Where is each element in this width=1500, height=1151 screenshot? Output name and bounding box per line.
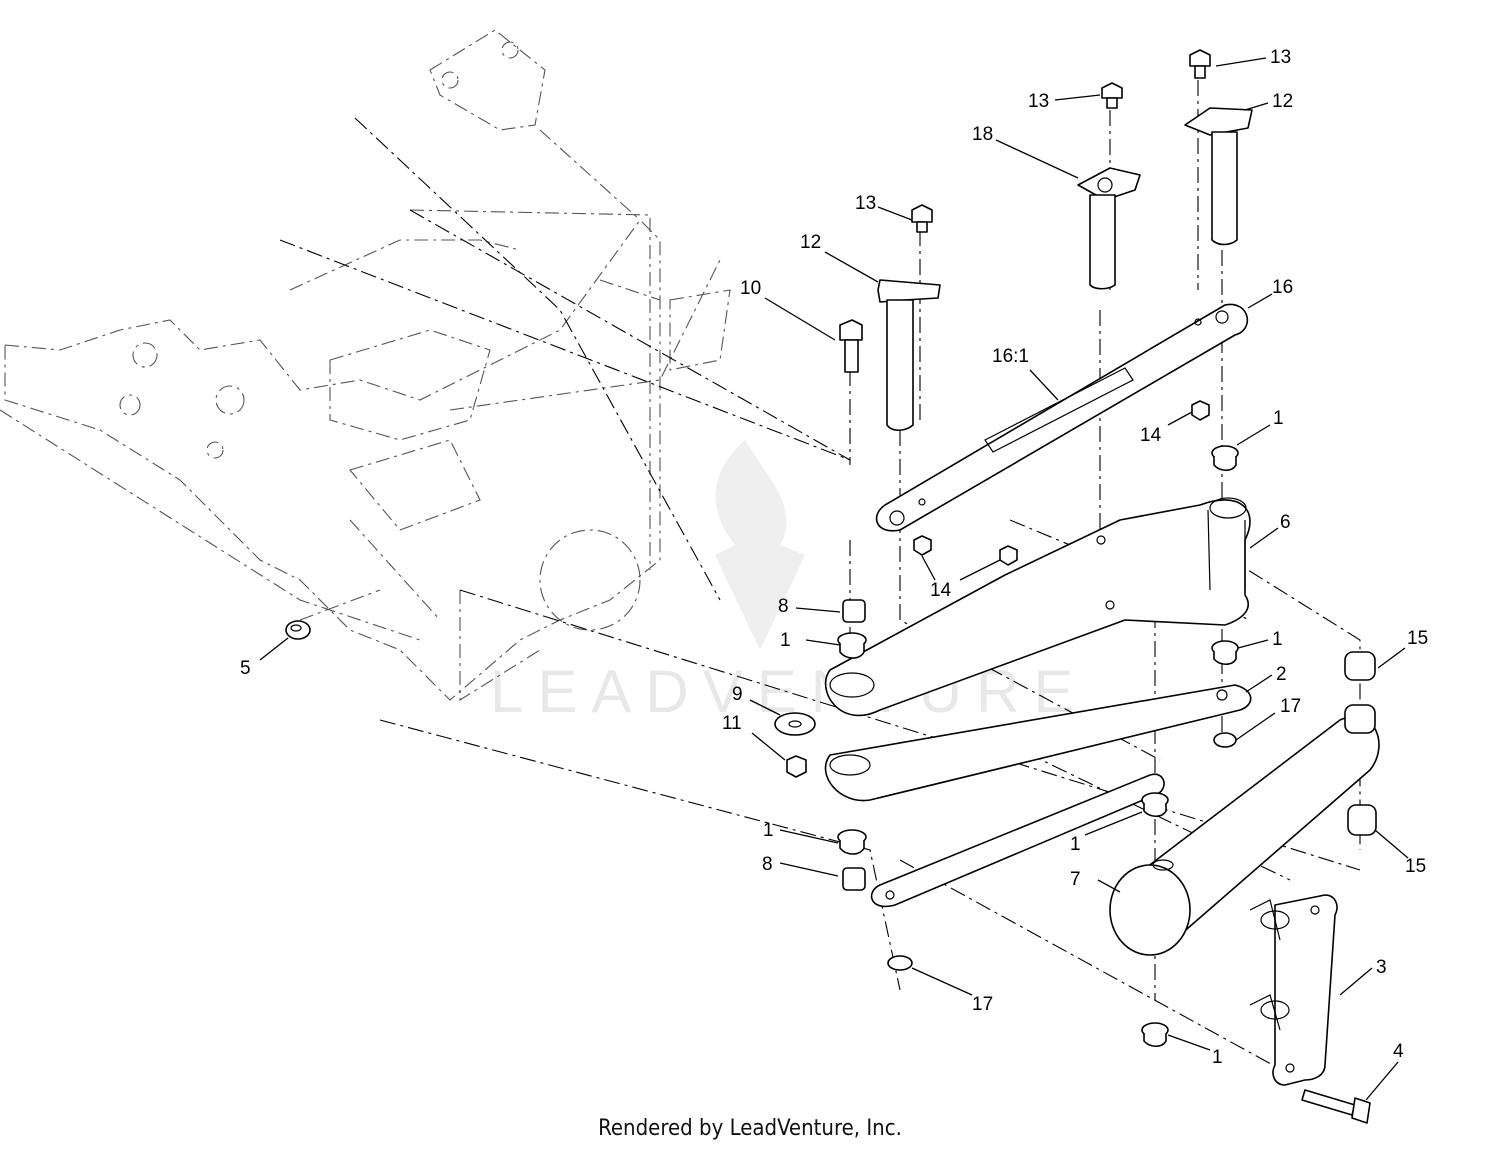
part-15-bushing-c [1347, 804, 1377, 836]
part-8-spacer-a [842, 599, 866, 623]
callout-label-18: 18 [972, 124, 993, 145]
part-9-washer [774, 712, 816, 736]
callout-label-13: 13 [1028, 91, 1049, 112]
callout-label-1: 1 [763, 820, 774, 841]
part-3-bracket [1249, 894, 1338, 1086]
part-15-bushing-b [1344, 704, 1376, 734]
part-15-bushing-a [1344, 651, 1376, 681]
callout-label-1: 1 [1272, 629, 1283, 650]
callout-label-12: 12 [1272, 91, 1293, 112]
callout-label-16-1: 16:1 [992, 346, 1029, 367]
callout-label-17: 17 [972, 994, 993, 1015]
callout-label-1: 1 [1273, 408, 1284, 429]
part-1-bushing-d [1141, 792, 1169, 818]
part-14-nut-b [999, 545, 1018, 566]
part-12-pin-left [877, 279, 941, 432]
callout-label-16: 16 [1272, 277, 1293, 298]
part-11-nut [786, 755, 807, 778]
part-4-bolt [1301, 1089, 1371, 1124]
callout-label-8: 8 [778, 596, 789, 617]
callout-label-13: 13 [855, 193, 876, 214]
part-10-bolt [839, 319, 863, 373]
callout-label-7: 7 [1070, 869, 1081, 890]
callout-label-13: 13 [1270, 47, 1291, 68]
part-14-nut-a [913, 535, 932, 556]
part-17-clip-b [887, 955, 913, 971]
part-7-cylinder [1109, 716, 1380, 956]
leader-lines [259, 57, 1409, 1101]
callout-label-6: 6 [1280, 512, 1291, 533]
part-1-bushing-b [837, 632, 867, 659]
part-18-pin [1077, 167, 1141, 290]
frame-ghost [0, 29, 731, 701]
part-13-bolt-c [1189, 49, 1211, 79]
watermark-flame-logo [715, 440, 805, 650]
callout-label-11: 11 [722, 713, 742, 734]
part-1-bushing-c [1211, 640, 1239, 666]
callout-label-14: 14 [1140, 425, 1162, 446]
part-8-spacer-b [842, 867, 866, 891]
footer-credit: Rendered by LeadVenture, Inc. [598, 1116, 902, 1141]
leadventure-watermark: LEADVENTURE [490, 440, 1073, 725]
part-12-pin-right [1184, 107, 1253, 246]
part-1-bushing-e [837, 829, 867, 855]
callout-label-2: 2 [1276, 664, 1287, 685]
callout-label-15: 15 [1405, 856, 1426, 877]
callout-label-9: 9 [732, 684, 743, 705]
part-17-clip-a [1213, 732, 1237, 748]
part-16-1-decal [984, 367, 1134, 453]
callout-label-17: 17 [1280, 696, 1301, 717]
callout-label-12: 12 [800, 232, 821, 253]
part-13-bolt-b [1101, 82, 1123, 109]
part-5-nut [285, 620, 311, 640]
part-1-bushing-a [1211, 445, 1239, 472]
callout-label-14: 14 [930, 580, 952, 601]
callout-label-1: 1 [1212, 1047, 1223, 1068]
part-16-link-bar [875, 303, 1249, 532]
part-1-bushing-f [1141, 1022, 1169, 1048]
callout-label-15: 15 [1407, 628, 1428, 649]
part-6-pivot-arm [824, 497, 1251, 717]
callout-label-4: 4 [1393, 1041, 1404, 1062]
part-2-lower-arm [824, 684, 1252, 802]
callout-label-8: 8 [762, 854, 773, 875]
callout-label-3: 3 [1376, 957, 1387, 978]
callout-labels: 1 1 1 1 1 1 2 3 4 5 6 7 8 8 9 10 11 12 1… [240, 47, 1428, 1068]
part-14-nut-c [1191, 400, 1210, 421]
callout-label-10: 10 [740, 278, 761, 299]
callout-label-5: 5 [240, 658, 251, 679]
callout-label-1: 1 [1070, 834, 1081, 855]
callout-label-1: 1 [780, 630, 791, 651]
part-13-bolt-a [911, 204, 933, 233]
